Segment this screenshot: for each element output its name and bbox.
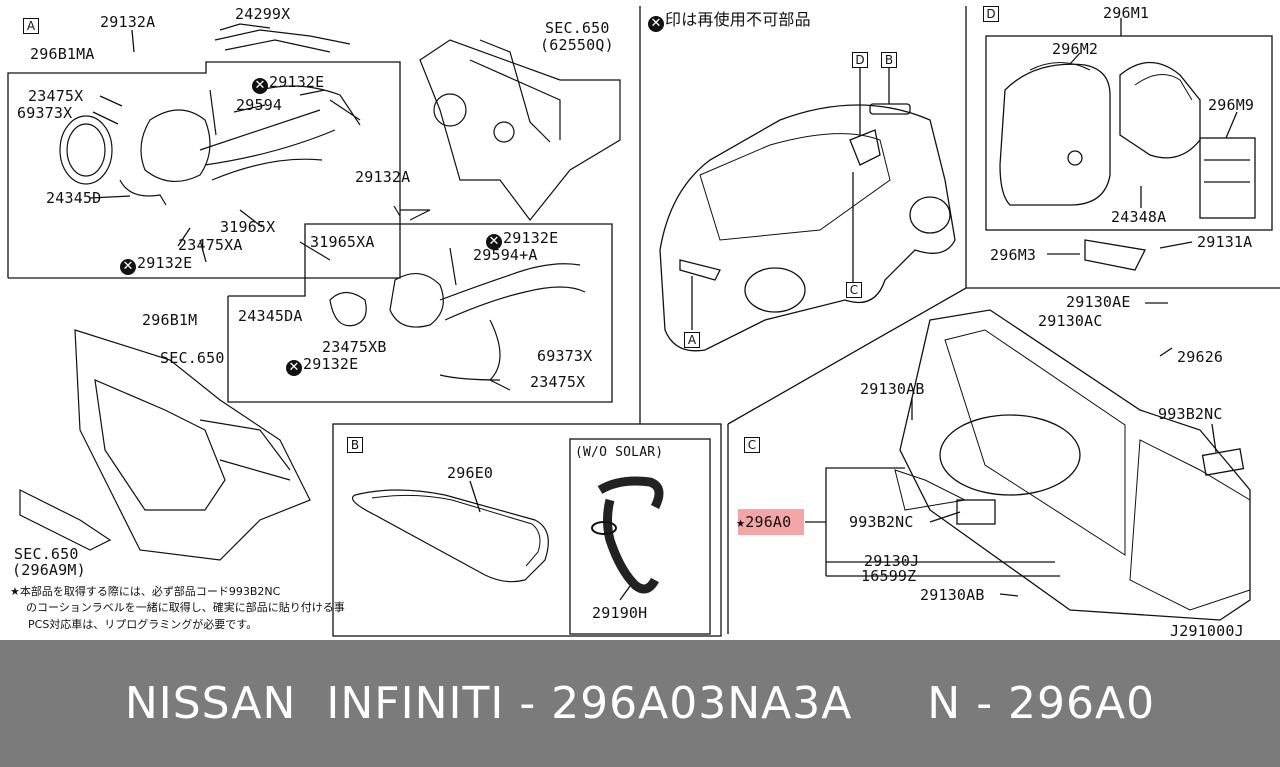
part-number-banner: NISSAN INFINITI - 296A03NA3A N - 296A0: [0, 640, 1280, 767]
part-label: 29130AE: [1066, 293, 1131, 311]
part-label-text: 29132E: [137, 254, 193, 272]
part-label: 296M1: [1103, 4, 1150, 22]
sec-ref-label: (296A9M): [12, 561, 86, 579]
diagram-linework: [7, 6, 1280, 637]
part-label-text: 29132E: [303, 355, 359, 373]
non-reusable-mark-icon: ✕: [286, 360, 302, 376]
car-marker-c: C: [846, 282, 862, 298]
part-label: 296M9: [1208, 96, 1255, 114]
part-label: 296M2: [1052, 40, 1099, 58]
part-label: 29130AB: [860, 380, 925, 398]
part-label-nonreusable: ✕29132E: [486, 230, 558, 250]
part-label: 23475XB: [322, 338, 387, 356]
part-label-nonreusable: ✕29132E: [120, 255, 192, 275]
part-label: 29594+A: [473, 246, 538, 264]
part-label: 296B1MA: [30, 45, 95, 63]
variant-label: (W/O SOLAR): [575, 445, 664, 460]
part-label: 29132A: [355, 168, 411, 186]
section-marker-c: C: [744, 437, 760, 453]
highlighted-part-bg: [738, 509, 804, 535]
part-label: 24348A: [1111, 208, 1167, 226]
part-label: 24299X: [235, 5, 291, 23]
sec-ref-label: SEC.650: [14, 545, 79, 563]
part-label: 29626: [1177, 348, 1224, 366]
part-label: 29190H: [592, 604, 648, 622]
part-label: 69373X: [17, 104, 73, 122]
star-icon: ★: [736, 513, 746, 531]
part-label: 69373X: [537, 347, 593, 365]
highlighted-part-label[interactable]: ★296A0: [736, 514, 791, 530]
part-label: 296B1M: [142, 311, 198, 329]
part-label: 24345DA: [238, 307, 303, 325]
footnote-line: PCS対応車は、リプログラミングが必要です。: [28, 618, 258, 631]
part-label: 29130J: [864, 552, 920, 570]
sec-ref-label: SEC.650: [545, 19, 610, 37]
section-marker-b: B: [347, 437, 363, 453]
section-marker-a: A: [23, 18, 39, 34]
legend-note-text: 印は再使用不可部品: [665, 10, 811, 29]
part-label-nonreusable: ✕29132E: [252, 74, 324, 94]
car-marker-d: D: [852, 52, 868, 68]
part-label: 23475XA: [178, 236, 243, 254]
sec-ref-label: (62550Q): [540, 36, 614, 54]
part-label: 296M3: [990, 246, 1037, 264]
footnote-line: のコーションラベルを一緒に取得し、確実に部品に貼り付ける事: [26, 601, 345, 614]
part-label: 23475X: [28, 87, 84, 105]
non-reusable-mark-icon: ✕: [120, 259, 136, 275]
car-marker-b: B: [881, 52, 897, 68]
drawing-code: J291000J: [1170, 622, 1244, 640]
non-reusable-mark-icon: ✕: [486, 234, 502, 250]
part-label: 29131A: [1197, 233, 1253, 251]
sec-ref-label: SEC.650: [160, 349, 225, 367]
part-label: 31965XA: [310, 233, 375, 251]
part-label: 29132A: [100, 13, 156, 31]
part-label-nonreusable: ✕29132E: [286, 356, 358, 376]
parts-diagram: A B C D D B C A ✕印は再使用不可部品 SEC.650 (6255…: [7, 4, 1280, 640]
part-label: 24345D: [46, 189, 102, 207]
part-label: 993B2NC: [849, 513, 914, 531]
non-reusable-mark-icon: ✕: [648, 16, 664, 32]
part-label: 31965X: [220, 218, 276, 236]
star-icon: ★: [10, 585, 20, 598]
part-label: 296E0: [447, 464, 494, 482]
legend-note: ✕印は再使用不可部品: [648, 12, 811, 32]
footnote-line: ★本部品を取得する際には、必ず部品コード993B2NC: [10, 584, 280, 600]
part-label: 993B2NC: [1158, 405, 1223, 423]
non-reusable-mark-icon: ✕: [252, 78, 268, 94]
car-marker-a: A: [684, 332, 700, 348]
part-label: 29594: [236, 96, 283, 114]
part-label: 16599Z: [861, 567, 917, 585]
part-number-text: NISSAN INFINITI - 296A03NA3A N - 296A0: [124, 678, 1156, 729]
footnote-text: 本部品を取得する際には、必ず部品コード993B2NC: [19, 585, 281, 598]
part-label-text: 296A0: [745, 513, 792, 531]
part-label-text: 29132E: [269, 73, 325, 91]
part-label-text: 29132E: [503, 229, 559, 247]
part-label: 29130AB: [920, 586, 985, 604]
part-label: 23475X: [530, 373, 586, 391]
section-marker-d: D: [983, 6, 999, 22]
part-label: 29130AC: [1038, 312, 1103, 330]
